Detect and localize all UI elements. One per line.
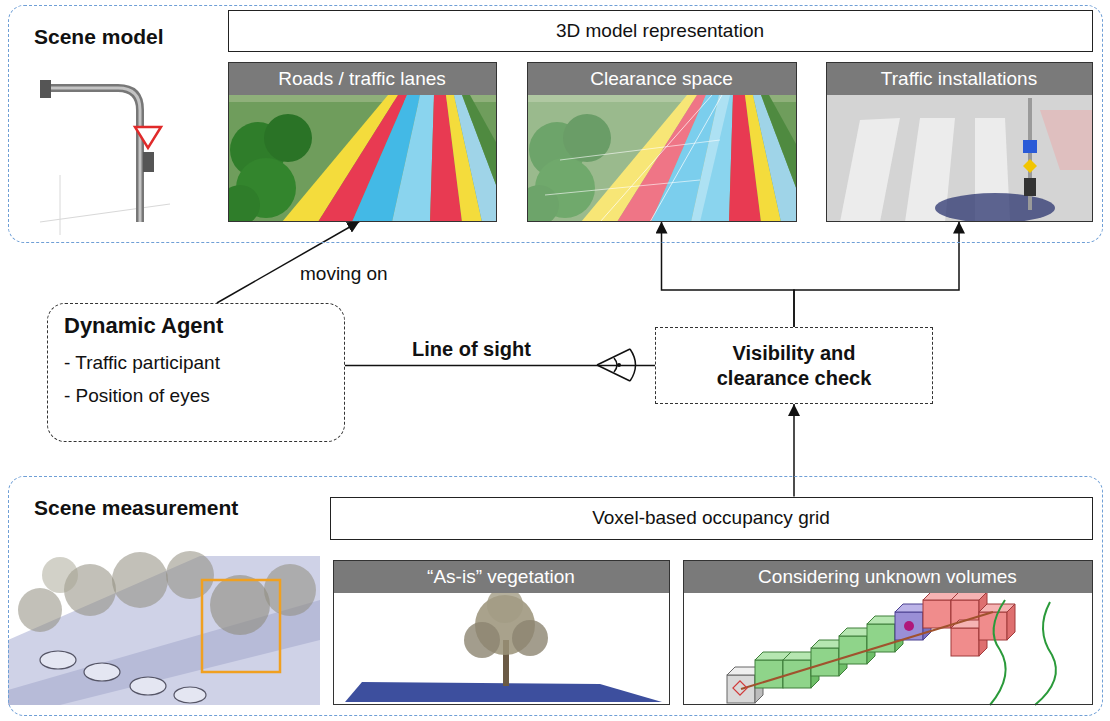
- image-panel: Traffic installations: [826, 62, 1093, 222]
- traffic-pole-icon: [60, 175, 61, 235]
- road-lanes-image: [228, 62, 497, 222]
- connector-arrow: [662, 222, 795, 328]
- panel-label: Clearance space: [590, 68, 733, 90]
- point-cloud-image: [40, 651, 76, 669]
- voxel-grid-image: [867, 624, 895, 652]
- voxel-grid-image: [727, 592, 1015, 703]
- panel-label: Considering unknown volumes: [758, 566, 1017, 588]
- traffic-installations-image: [840, 118, 900, 222]
- region-title: Scene measurement: [34, 496, 238, 520]
- clearance-space-image: [527, 62, 797, 222]
- panel-label: “As-is” vegetation: [427, 566, 575, 588]
- voxel-grid-image: [904, 621, 914, 631]
- edge-label: Line of sight: [410, 338, 533, 361]
- image-panel: Clearance space: [527, 62, 797, 222]
- voxel-grid-image: [733, 681, 747, 695]
- label-bar: Roads / traffic lanes: [229, 63, 496, 95]
- point-cloud-image: [42, 557, 78, 593]
- point-cloud-image: [84, 663, 120, 681]
- agent-item: - Traffic participant: [64, 351, 220, 375]
- clearance-space-image: [527, 62, 797, 222]
- traffic-pole-icon: [50, 88, 140, 222]
- box-label: Voxel-based occupancy grid: [592, 507, 830, 529]
- traffic-installations-image: [1024, 178, 1036, 196]
- point-cloud-image: [130, 677, 166, 695]
- voxel-grid-image: [895, 612, 923, 640]
- voxel-grid-image: [1007, 604, 1015, 640]
- traffic-pole-icon: [143, 152, 154, 172]
- header-box: 3D model representation: [228, 10, 1093, 52]
- voxel-grid-image: [683, 560, 1093, 705]
- image-panel: “As-is” vegetation: [333, 560, 670, 705]
- point-cloud-image: [210, 575, 270, 635]
- point-cloud-image: [174, 687, 206, 703]
- agent-item: - Position of eyes: [64, 384, 210, 408]
- region-title: Scene model: [34, 25, 164, 49]
- group-region: Scene measurement Voxel-based occupancy g…: [8, 476, 1103, 716]
- point-cloud-image: [166, 551, 214, 599]
- panel-label: Roads / traffic lanes: [278, 68, 446, 90]
- traffic-pole-icon: [40, 80, 170, 235]
- voxel-grid-image: [741, 612, 993, 689]
- vegetation-image: [464, 622, 500, 658]
- panel-label: Traffic installations: [881, 68, 1037, 90]
- point-cloud-image: [264, 564, 316, 616]
- traffic-pole-icon: [135, 127, 161, 148]
- box-label: 3D model representation: [556, 20, 764, 42]
- clearance-space-image: [650, 95, 722, 222]
- voxel-grid-image: [990, 600, 1006, 705]
- box-label: Visibility and clearance check: [704, 341, 884, 391]
- agent-box: Dynamic Agent - Traffic participant - Posi…: [47, 303, 345, 442]
- vegetation-image: [333, 560, 670, 705]
- traffic-installations-image: [1040, 110, 1093, 170]
- edge-label: moving on: [298, 263, 390, 285]
- voxel-grid-image: [839, 636, 867, 664]
- point-cloud-image: [112, 552, 168, 608]
- header-box: Voxel-based occupancy grid: [330, 497, 1093, 540]
- clearance-space-image: [560, 140, 720, 160]
- clearance-space-image: [527, 95, 730, 222]
- group-region: Scene model 3D model representationRoads …: [8, 5, 1103, 243]
- traffic-pole-icon: [50, 88, 140, 222]
- voxel-grid-image: [923, 600, 951, 628]
- clearance-space-image: [545, 180, 700, 195]
- traffic-installations-image: [1023, 159, 1037, 173]
- label-bar: Clearance space: [528, 63, 796, 95]
- traffic-installations-image: [1023, 140, 1037, 153]
- label-bar: “As-is” vegetation: [334, 561, 669, 593]
- clearance-space-image: [600, 95, 712, 222]
- image-panel: Considering unknown volumes: [683, 560, 1093, 705]
- traffic-installations-image: [826, 62, 1093, 222]
- voxel-grid-image: [1035, 602, 1056, 705]
- vegetation-image: [512, 620, 548, 656]
- voxel-grid-image: [951, 628, 979, 656]
- point-cloud-image: [202, 580, 280, 672]
- point-cloud-image: [8, 551, 320, 705]
- process-box: Visibility and clearance check: [655, 327, 933, 404]
- connector-arrow: [345, 365, 655, 367]
- image-panel: Roads / traffic lanes: [228, 62, 497, 222]
- point-cloud-image: [18, 588, 62, 632]
- vegetation-image: [333, 560, 670, 705]
- agent-heading: Dynamic Agent: [64, 313, 223, 339]
- traffic-installations-image: [826, 62, 1093, 222]
- road-lanes-image: [228, 62, 497, 222]
- label-bar: Considering unknown volumes: [684, 561, 1092, 593]
- traffic-pole-icon: [40, 80, 51, 98]
- traffic-installations-image: [935, 193, 1055, 222]
- label-bar: Traffic installations: [827, 63, 1092, 95]
- connector-arrow: [793, 404, 795, 497]
- voxel-grid-image: [683, 560, 1093, 705]
- voxel-grid-image: [811, 648, 839, 676]
- connector-arrow: [794, 222, 959, 328]
